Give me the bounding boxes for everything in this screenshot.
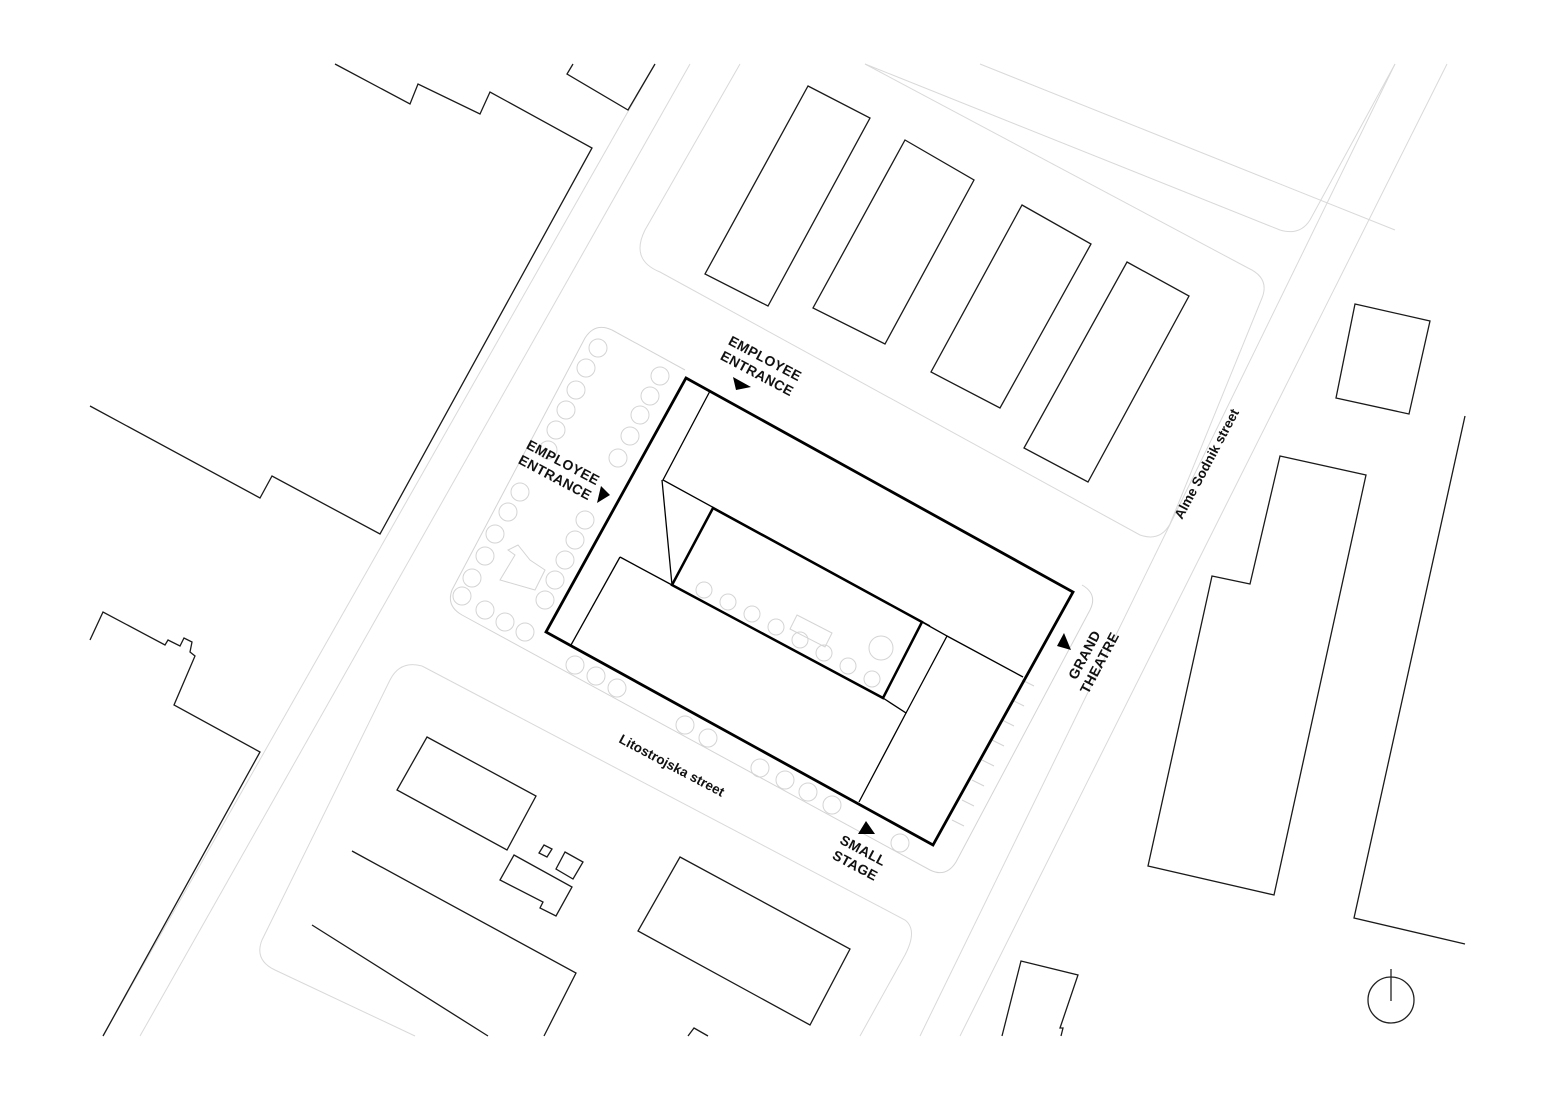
triangle-arrow-icon (733, 377, 751, 390)
north-arrow-icon (1367, 969, 1415, 1024)
theatre-outline (544, 376, 1075, 847)
building-south-4 (637, 856, 851, 1026)
theatre-courtyard-volume (670, 506, 924, 700)
triangle-arrow-icon (597, 486, 610, 503)
slab-block-1 (704, 85, 871, 307)
label-small-stage: SMALL STAGE (830, 832, 889, 884)
slab-block-4 (1023, 261, 1190, 483)
label-employee-entrance-north: EMPLOYEE ENTRANCE (718, 332, 804, 399)
building-west (89, 611, 261, 1037)
slab-block-2 (812, 139, 975, 345)
tree-row-south (565, 655, 910, 853)
triangle-arrow-icon (1057, 633, 1071, 650)
building-east-long (1147, 455, 1367, 896)
triangle-arrow-icon (858, 821, 875, 834)
context-buildings (89, 63, 1466, 1037)
building-ne-small (1335, 303, 1431, 415)
street-name-alme-sodnik: Alme Sodnik street (1171, 406, 1242, 521)
street-name-litostrojska: Litostrojska street (617, 731, 728, 799)
building-south-small-b (555, 851, 584, 880)
building-south-2 (499, 854, 573, 917)
theatre-building (544, 376, 1075, 847)
building-south-1 (396, 736, 537, 851)
landscape-plaza (449, 326, 1094, 874)
building-south-small-a (538, 844, 553, 858)
building-south-3 (311, 850, 577, 1037)
building-far-east (1353, 415, 1466, 945)
label-grand-theatre: GRAND THEATRE (1065, 628, 1122, 696)
east-edge-ticks (951, 679, 1035, 827)
slab-block-3 (930, 204, 1092, 409)
building-nw (89, 63, 593, 535)
courtyard-trees (695, 581, 894, 688)
building-south-east (1001, 960, 1079, 1037)
building-edge-stub (687, 1027, 709, 1037)
road-lines (102, 63, 1448, 1037)
tree-row-west (452, 338, 670, 642)
building-top-small (566, 63, 656, 111)
